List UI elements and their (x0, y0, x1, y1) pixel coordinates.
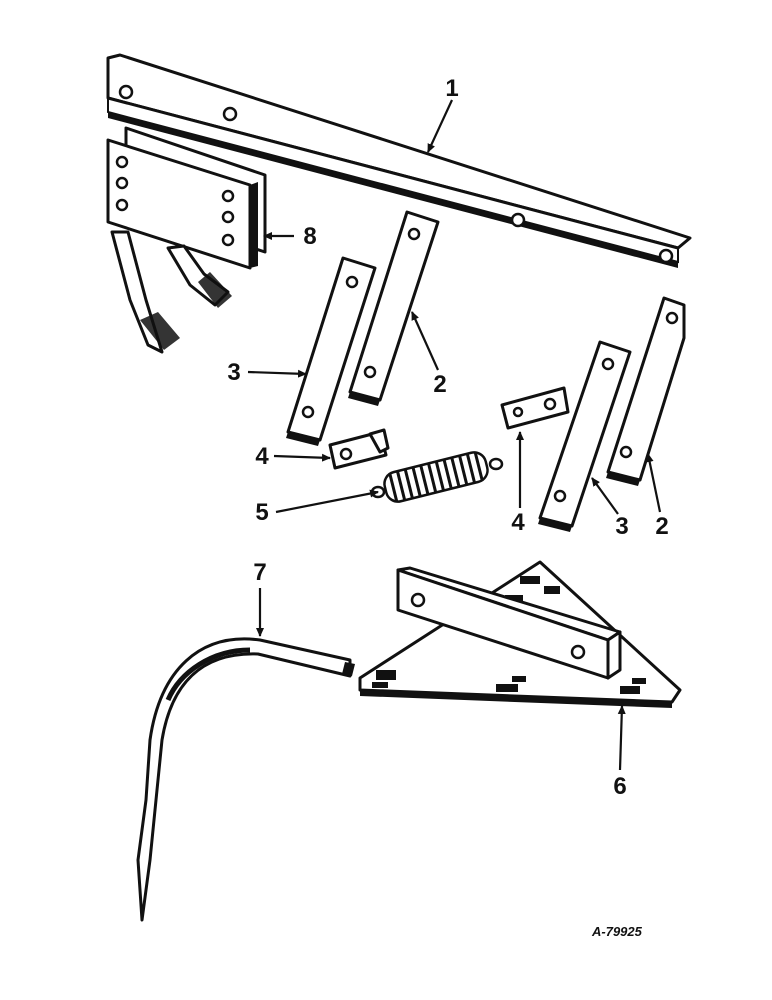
bracket-part-4-left (328, 428, 390, 470)
callout-3-left: 3 (227, 359, 240, 386)
callout-6: 6 (613, 773, 626, 800)
curved-shank-part-7 (136, 637, 355, 922)
frame-bar-part-1 (106, 53, 692, 268)
callout-labels: 1 8 3 2 4 5 4 3 2 7 6 (227, 75, 668, 800)
callout-2-left: 2 (433, 371, 446, 398)
callout-4-left: 4 (255, 443, 269, 470)
drawing-number: A-79925 (591, 924, 643, 939)
callout-3-right: 3 (615, 513, 628, 540)
callout-1: 1 (445, 75, 458, 102)
callout-5: 5 (255, 499, 268, 526)
bracket-part-4-right (500, 386, 570, 430)
bar-part-3-right (538, 340, 632, 532)
leader-lines (247, 99, 662, 771)
spring-part-5 (370, 451, 504, 503)
bar-part-2-right (606, 296, 686, 486)
callout-7: 7 (253, 559, 266, 586)
callout-8: 8 (303, 223, 316, 250)
clamp-plates-part-8 (106, 126, 267, 354)
callout-4-right: 4 (511, 509, 525, 536)
callout-2-right: 2 (655, 513, 668, 540)
triangle-plate-part-6 (358, 560, 682, 708)
bar-part-2-left (348, 210, 440, 406)
